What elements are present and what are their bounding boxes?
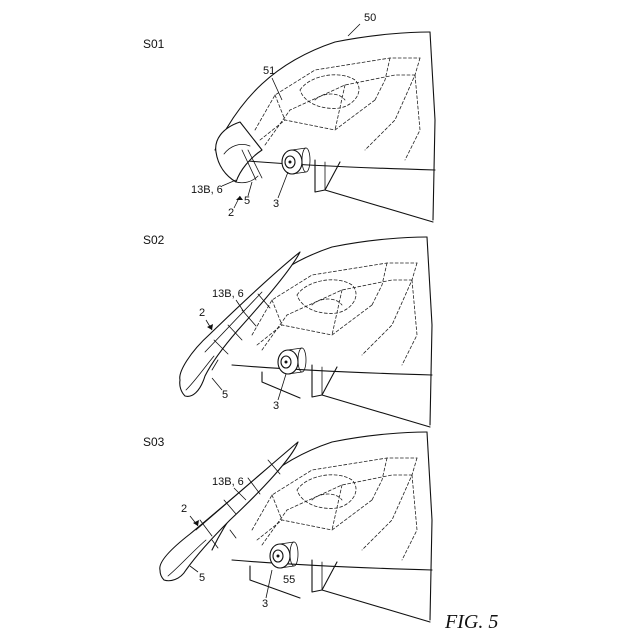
ref-55-label: 55 bbox=[283, 574, 295, 586]
actuator-label-s02: 3 bbox=[273, 400, 279, 412]
step-s01-label: S01 bbox=[143, 37, 165, 51]
slat-label-s03: 13B, 6 bbox=[212, 476, 244, 488]
actuator-label-s01: 3 bbox=[273, 198, 279, 210]
step-s03-label: S03 bbox=[143, 435, 165, 449]
slat-number-s02: 2 bbox=[199, 307, 205, 319]
edge-label-s03: 5 bbox=[199, 572, 205, 584]
figure-caption: FIG. 5 bbox=[444, 611, 498, 633]
edge-label-s01: 5 bbox=[244, 195, 250, 207]
panel-s02: S02 13B, 6 2 5 3 bbox=[143, 233, 432, 427]
actuator-label-s03: 3 bbox=[262, 598, 268, 610]
slat-label-s01: 13B, 6 bbox=[191, 184, 223, 196]
step-s02-label: S02 bbox=[143, 233, 165, 247]
panel-s03: S03 13B, 6 2 5 3 55 bbox=[143, 432, 432, 622]
slat-number-s03: 2 bbox=[181, 503, 187, 515]
panel-s01: S01 51 13B, 6 2 5 3 bbox=[143, 32, 435, 222]
edge-label-s02: 5 bbox=[222, 389, 228, 401]
slat-number-s01: 2 bbox=[228, 207, 234, 219]
slat-label-s02: 13B, 6 bbox=[212, 288, 244, 300]
ref-51-label: 51 bbox=[263, 65, 275, 77]
ref-50-label: 50 bbox=[364, 12, 376, 24]
